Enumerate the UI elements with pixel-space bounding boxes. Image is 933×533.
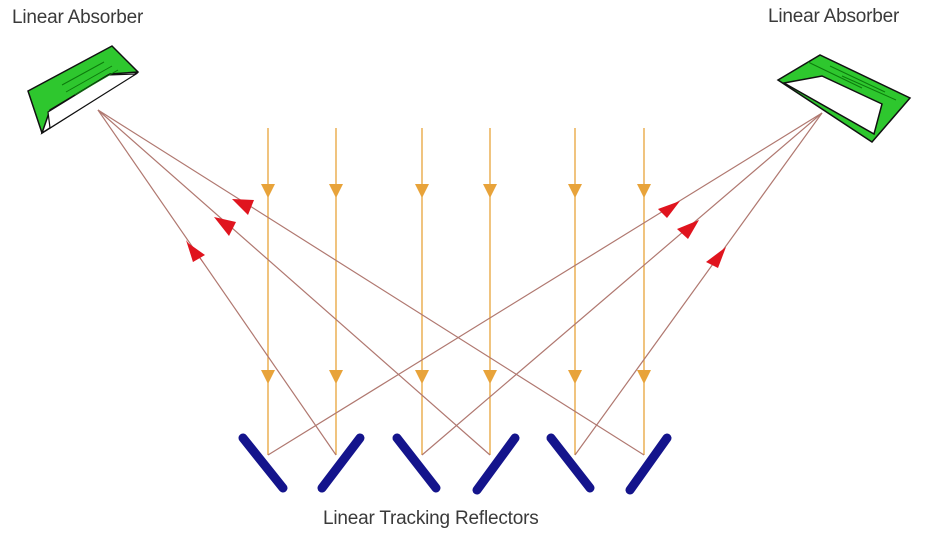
reflected-ray <box>97 109 337 456</box>
reflector-mirror <box>546 433 595 493</box>
reflector-mirror <box>625 433 672 495</box>
reflected-arrow-icon <box>188 243 205 262</box>
reflector-mirror <box>392 433 441 493</box>
reflector-mirror <box>317 433 365 493</box>
down-arrow-icon <box>261 370 275 384</box>
reflected-rays <box>97 109 823 456</box>
reflector-mirror <box>238 433 288 493</box>
absorber-hatching <box>807 61 897 101</box>
reflected-ray <box>421 112 823 456</box>
down-arrow-icon <box>637 184 651 198</box>
down-arrow-icon <box>329 184 343 198</box>
reflected-ray <box>574 112 823 456</box>
reflected-arrow-icon <box>232 199 254 215</box>
down-arrow-icon <box>415 184 429 198</box>
reflected-ray <box>97 109 491 456</box>
down-arrow-icon <box>261 184 275 198</box>
left-absorber <box>27 45 140 135</box>
reflected-ray <box>267 112 823 456</box>
down-arrow-icon <box>568 370 582 384</box>
right-absorber <box>776 54 912 143</box>
reflected-arrow-icon <box>214 217 236 236</box>
left-absorber-label: Linear Absorber <box>12 7 144 28</box>
reflected-arrow-icon <box>677 220 699 239</box>
down-arrow-icon <box>483 184 497 198</box>
reflectors-label: Linear Tracking Reflectors <box>323 508 539 529</box>
reflected-arrow-icon <box>658 201 680 218</box>
reflector-mirror <box>472 433 520 495</box>
reflected-arrow-icon <box>706 247 726 268</box>
absorber-hatching <box>61 61 119 96</box>
incoming-rays <box>267 128 645 455</box>
down-arrow-icon <box>329 370 343 384</box>
right-absorber-label: Linear Absorber <box>768 6 900 27</box>
incoming-arrowheads <box>261 184 651 384</box>
down-arrow-icon <box>568 184 582 198</box>
absorber-white-face <box>781 75 883 136</box>
reflected-ray <box>97 109 645 456</box>
down-arrow-icon <box>415 370 429 384</box>
reflectors <box>238 433 672 495</box>
reflected-arrowheads <box>186 199 726 268</box>
down-arrow-icon <box>483 370 497 384</box>
down-arrow-icon <box>637 370 651 384</box>
